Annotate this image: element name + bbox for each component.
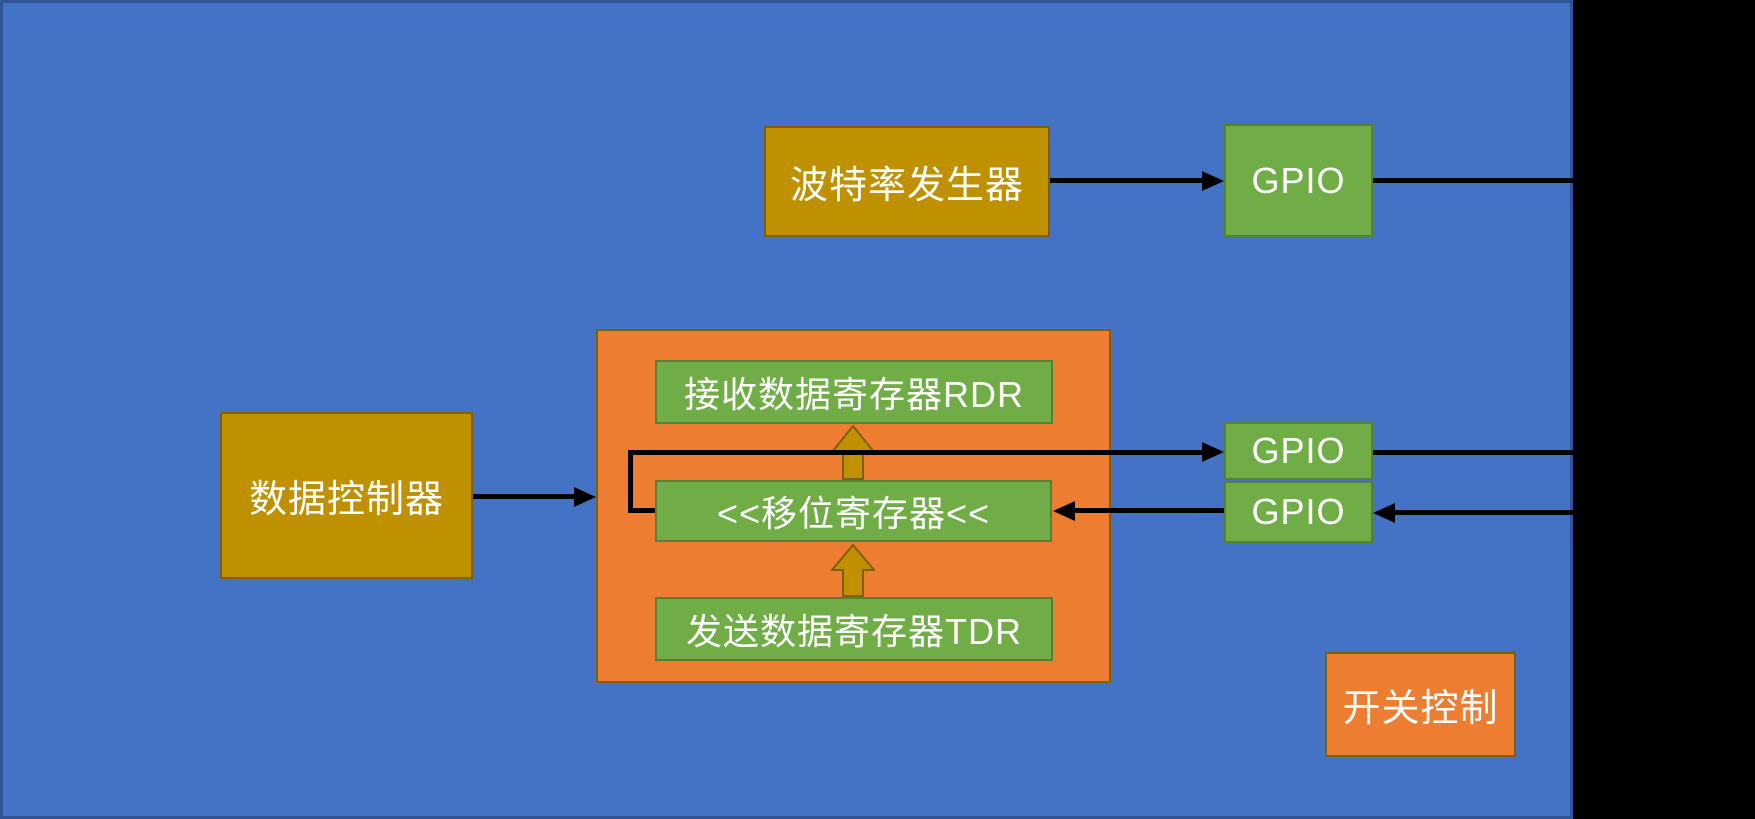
connector-dc-to-container [473, 494, 576, 499]
block-arrow-tdr-to-shift-icon [831, 544, 875, 597]
connector-gpio-rx-to-shift [1073, 508, 1224, 513]
gpio-top-box: GPIO [1224, 124, 1373, 237]
arrowhead-dc-to-container [574, 487, 596, 507]
switch-control-box: 开关控制 [1325, 652, 1516, 757]
baud-rate-generator-label: 波特率发生器 [789, 165, 1024, 207]
data-controller-label: 数据控制器 [248, 479, 444, 521]
arrowhead-to-gpio-rx [1373, 503, 1395, 523]
connector-edge-to-gpio-rx [1395, 510, 1573, 515]
connector-gpio-top-to-edge [1373, 178, 1573, 183]
switch-control-label: 开关控制 [1342, 688, 1499, 730]
right-black-band [1573, 0, 1755, 819]
arrowhead-baud-to-gpio [1202, 171, 1224, 191]
connector-shift-left-stub [628, 508, 655, 513]
gpio-rx-box: GPIO [1224, 481, 1373, 543]
gpio-rx-label: GPIO [1251, 491, 1346, 532]
gpio-tx-label: GPIO [1251, 430, 1346, 471]
shift-register-label: <<移位寄存器<< [716, 493, 991, 534]
connector-gpio-tx-to-edge [1373, 450, 1573, 455]
tdr-box: 发送数据寄存器TDR [655, 597, 1053, 661]
shift-register-box: <<移位寄存器<< [655, 480, 1052, 542]
connector-baud-to-gpio [1050, 178, 1204, 183]
gpio-tx-box: GPIO [1224, 422, 1373, 480]
baud-rate-generator-box: 波特率发生器 [764, 126, 1050, 237]
arrowhead-to-shift-register [1053, 501, 1075, 521]
connector-shift-left-vertical [628, 450, 633, 513]
arrowhead-to-gpio-tx [1202, 442, 1224, 462]
rdr-label: 接收数据寄存器RDR [684, 374, 1024, 415]
gpio-top-label: GPIO [1251, 159, 1346, 201]
rdr-box: 接收数据寄存器RDR [655, 360, 1053, 424]
tdr-label: 发送数据寄存器TDR [686, 611, 1022, 652]
data-controller-box: 数据控制器 [220, 412, 473, 579]
connector-shift-to-gpio-tx [628, 450, 1204, 455]
